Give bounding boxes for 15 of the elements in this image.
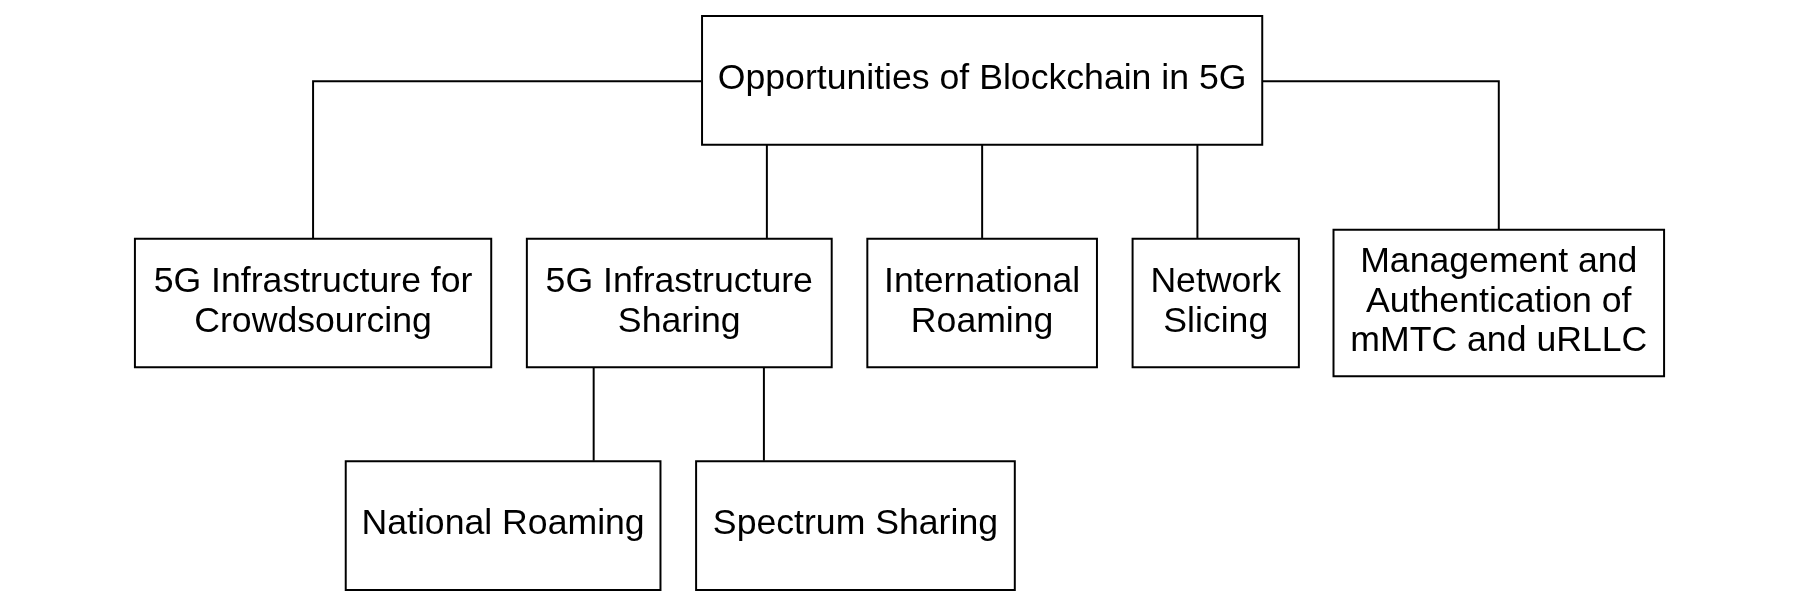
- connector: [765, 143, 768, 239]
- node-box: Spectrum Sharing: [694, 460, 1016, 591]
- node-box: 5G Infrastructure Sharing: [525, 237, 833, 369]
- node-box: Management and Authentication of mMTC and uRLLC: [1332, 228, 1665, 378]
- connector: [1195, 143, 1198, 239]
- node-box: International Roaming: [865, 237, 1098, 369]
- connector: [592, 366, 595, 462]
- connector: [762, 366, 765, 462]
- connector: [1260, 80, 1500, 231]
- node-box: National Roaming: [344, 460, 661, 591]
- connector: [311, 80, 702, 240]
- node-box: 5G Infrastructure for Crowdsourcing: [133, 237, 492, 369]
- node-box: Opportunities of Blockchain in 5G: [700, 15, 1263, 146]
- connector: [980, 143, 983, 239]
- node-box: Network Slicing: [1131, 237, 1300, 369]
